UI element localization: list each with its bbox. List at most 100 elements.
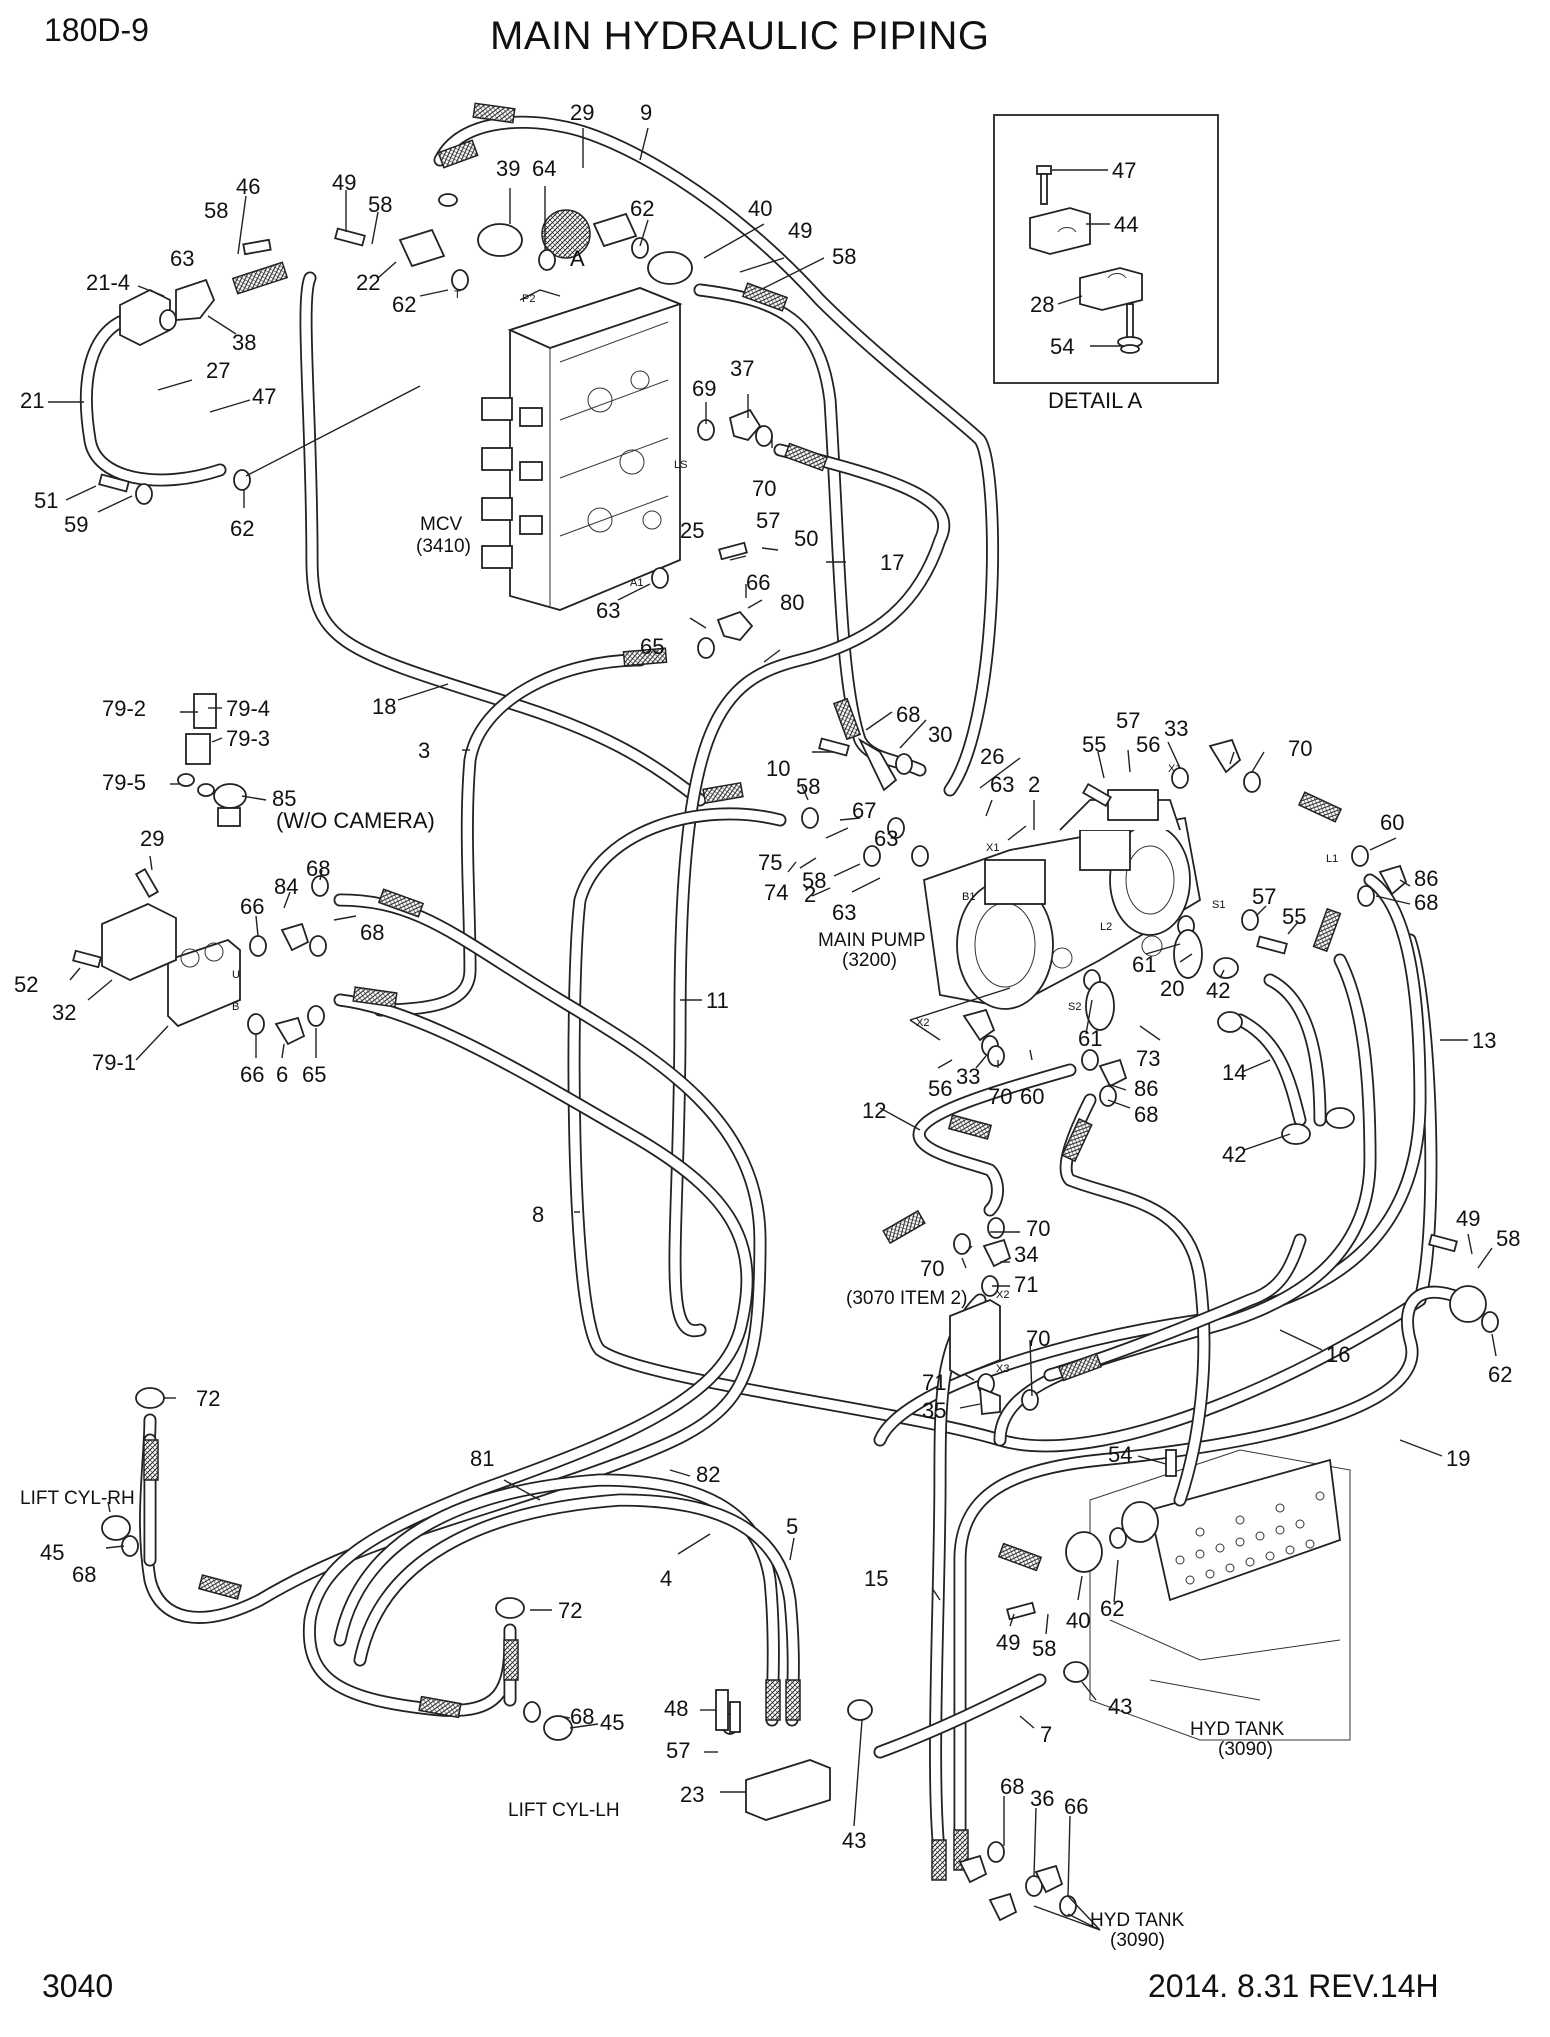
callout: 58 — [204, 198, 228, 223]
callout: 86 — [1414, 866, 1438, 891]
callout: 33 — [956, 1064, 980, 1089]
callout: 68 — [1000, 1774, 1024, 1799]
detail-a-panel: 47 44 28 54 DETAIL A — [993, 114, 1219, 413]
hyd-tank: HYD TANK (3090) — [1089, 1449, 1351, 1760]
callout: 70 — [1288, 736, 1312, 761]
detail-a-marker: A — [570, 246, 585, 271]
lift-cyl-rh-label: LIFT CYL-RH — [20, 1488, 135, 1509]
callout: 60 — [1020, 1084, 1044, 1109]
callout: 70 — [920, 1256, 944, 1281]
port-l1: L1 — [1326, 853, 1338, 865]
callout-numbers: 29 9 39 64 62 40 49 58 46 58 49 58 22 62… — [14, 100, 1520, 1853]
leader-lines — [48, 127, 1497, 1931]
callout: 71 — [922, 1370, 946, 1395]
callout: 56 — [928, 1076, 952, 1101]
callout: 58 — [802, 868, 826, 893]
callout: 11 — [706, 988, 729, 1013]
callout: 55 — [1082, 732, 1106, 757]
port-u: U — [232, 969, 240, 981]
callout: 81 — [470, 1446, 494, 1471]
hyd-tank-upper-ref: (3090) — [1218, 1739, 1273, 1760]
detail-a-callout-28: 28 — [1030, 292, 1054, 317]
callout: 74 — [764, 880, 788, 905]
callout: 33 — [1164, 716, 1188, 741]
port-l2: L2 — [1100, 921, 1112, 933]
port-p2: P2 — [522, 293, 535, 305]
callout: 50 — [794, 526, 818, 551]
item-ref-3070: (3070 ITEM 2) — [846, 1288, 967, 1309]
manifold-23 — [745, 1759, 831, 1821]
detail-a-title: DETAIL A — [1048, 388, 1142, 413]
detail-a-callout-54: 54 — [1050, 334, 1074, 359]
callout: 59 — [64, 512, 88, 537]
callout: 62 — [1488, 1362, 1512, 1387]
callout: 47 — [252, 384, 276, 409]
lift-cyl-lh-label: LIFT CYL-LH — [508, 1800, 620, 1821]
callout: 52 — [14, 972, 38, 997]
callout: 10 — [766, 756, 790, 781]
callout: 14 — [1222, 1060, 1246, 1085]
mcv-spool-ports — [481, 397, 543, 569]
callout: 68 — [360, 920, 384, 945]
model-number: 180D-9 — [44, 12, 149, 48]
callout: 26 — [980, 744, 1004, 769]
callout: 19 — [1446, 1446, 1470, 1471]
detail-a-marker-circle — [541, 209, 591, 259]
hyd-tank-lower-label: HYD TANK — [1090, 1910, 1185, 1931]
callout: 65 — [302, 1062, 326, 1087]
callout: 66 — [746, 570, 770, 595]
page-title: MAIN HYDRAULIC PIPING — [490, 14, 990, 58]
callout: 54 — [1108, 1442, 1132, 1467]
callout: 72 — [558, 1598, 582, 1623]
detail-a-frame — [993, 114, 1219, 384]
callout: 57 — [1116, 708, 1140, 733]
callout: 57 — [666, 1738, 690, 1763]
callout: 39 — [496, 156, 520, 181]
callout: 42 — [1206, 978, 1230, 1003]
callout: 63 — [874, 826, 898, 851]
callout: 68 — [1134, 1102, 1158, 1127]
callout: 49 — [788, 218, 812, 243]
main-pump-ref: (3200) — [842, 950, 897, 971]
revision-date: 2014. 8.31 REV.14H — [1148, 1968, 1439, 2004]
callout: 43 — [1108, 1694, 1132, 1719]
detail-a-callout-47: 47 — [1112, 158, 1136, 183]
callout: 58 — [796, 774, 820, 799]
callout: 5 — [786, 1514, 798, 1539]
callout: 3 — [418, 738, 430, 763]
callout: 65 — [640, 634, 664, 659]
callout: 64 — [532, 156, 556, 181]
callout: 75 — [758, 850, 782, 875]
callout: 13 — [1472, 1028, 1496, 1053]
callout: 79-1 — [92, 1050, 136, 1075]
callout: 16 — [1326, 1342, 1350, 1367]
callout: 40 — [748, 196, 772, 221]
callout: 73 — [1136, 1046, 1160, 1071]
hyd-tank-upper-label: HYD TANK — [1190, 1719, 1285, 1740]
callout: 68 — [306, 856, 330, 881]
callout: 68 — [72, 1562, 96, 1587]
wo-camera-note: (W/O CAMERA) — [276, 808, 435, 833]
callout: 7 — [1040, 1722, 1052, 1747]
fittings: A — [72, 193, 1499, 1922]
callout: 27 — [206, 358, 230, 383]
port-x3: X3 — [996, 1363, 1009, 1375]
callout: 37 — [730, 356, 754, 381]
callout: 79-2 — [102, 696, 146, 721]
callout: 79-3 — [226, 726, 270, 751]
callout: 79-4 — [226, 696, 270, 721]
callout: 4 — [660, 1566, 672, 1591]
callout: 68 — [1414, 890, 1438, 915]
callout: 67 — [852, 798, 876, 823]
callout: 63 — [596, 598, 620, 623]
callout: 55 — [1282, 904, 1306, 929]
callout: 82 — [696, 1462, 720, 1487]
detail-a-clamp-upper — [1029, 207, 1091, 255]
callout: 40 — [1066, 1608, 1090, 1633]
mcv-label: MCV — [420, 514, 463, 535]
callout: 66 — [240, 1062, 264, 1087]
port-a1: A1 — [630, 577, 643, 589]
callout: 58 — [1496, 1226, 1520, 1251]
port-x2: X2 — [916, 1017, 929, 1029]
